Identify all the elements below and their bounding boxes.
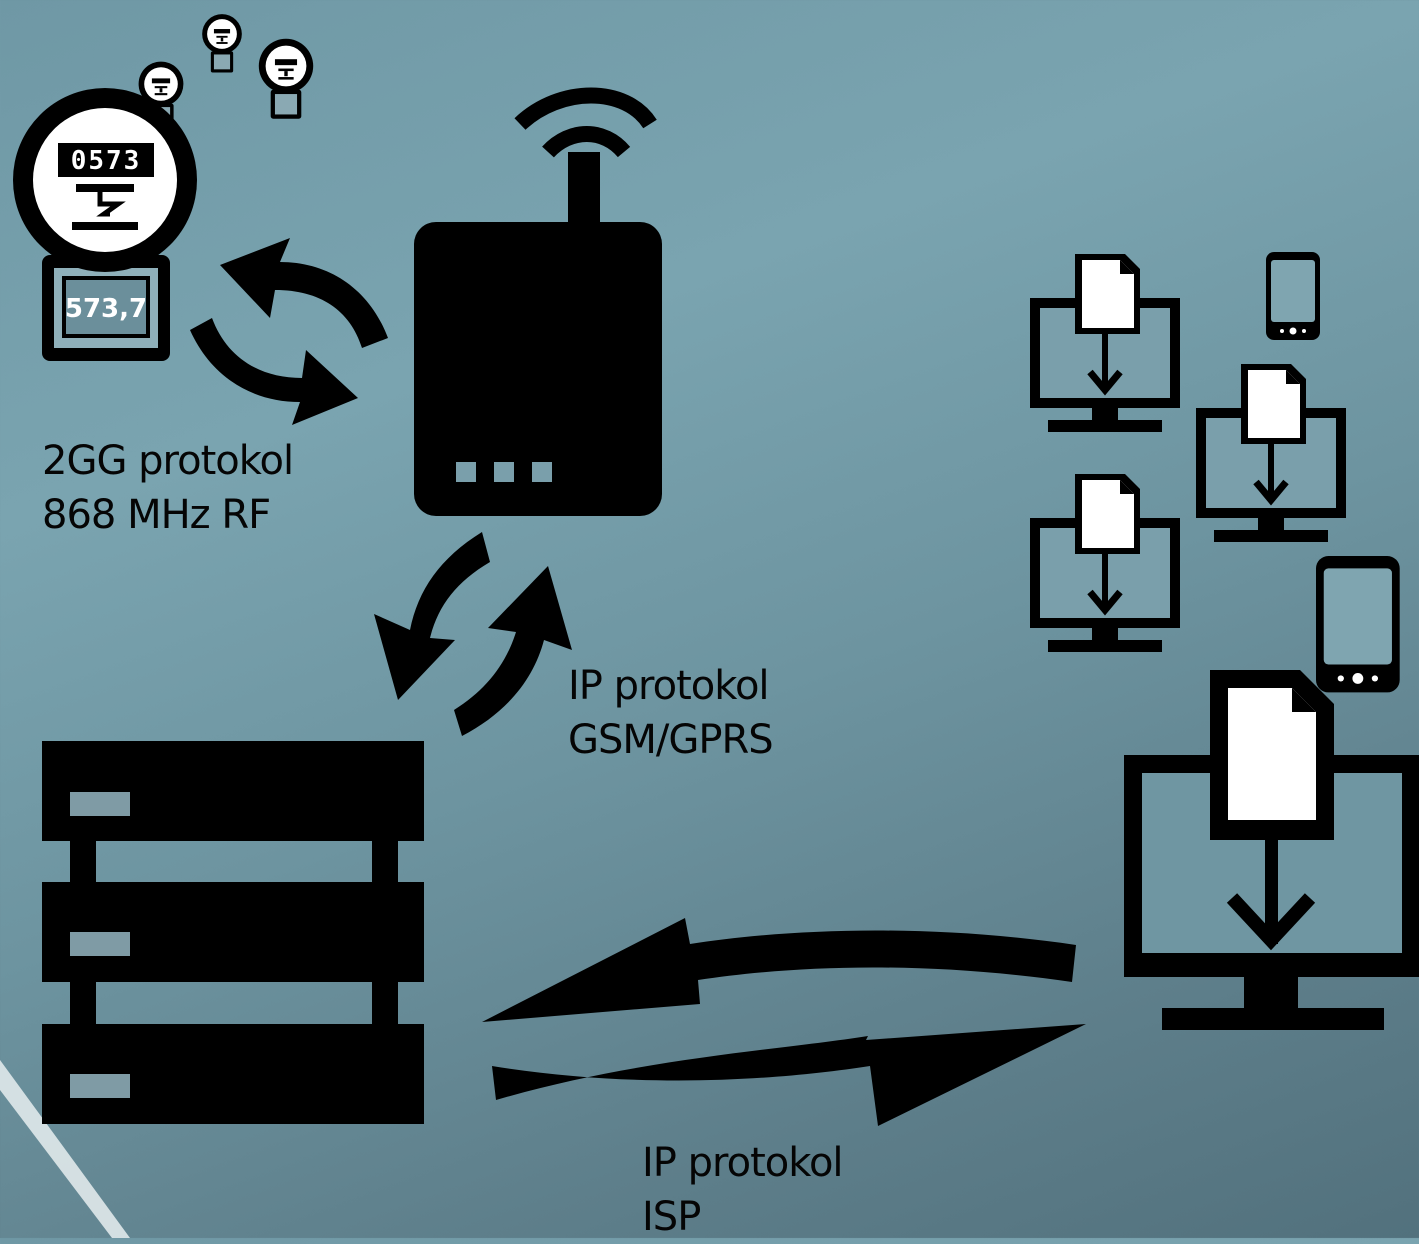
monitor-download-icon (1196, 364, 1346, 542)
isp-protocol-label: IP protokol ISP (642, 1136, 844, 1244)
sync-arrows-icon (374, 532, 572, 736)
meter-dial-reading: 0573 (71, 146, 142, 176)
server-rack-icon (42, 741, 424, 1124)
rf-protocol-line2: 868 MHz RF (42, 492, 271, 538)
monitor-download-icon (1030, 474, 1180, 652)
meter-display-reading: 573,7 (65, 294, 147, 324)
isp-protocol-line1: IP protokol (642, 1140, 844, 1186)
monitor-download-icon (1030, 254, 1180, 432)
router-icon (414, 87, 662, 516)
meter-small-icon (202, 14, 242, 73)
gsm-protocol-line1: IP protokol (568, 663, 770, 709)
isp-protocol-line2: ISP (642, 1194, 701, 1240)
smartphone-icon (1266, 252, 1320, 340)
electricity-meter-icon: 573,7 0573 (13, 88, 197, 361)
rf-protocol-label: 2GG protokol 868 MHz RF (42, 434, 294, 542)
gsm-protocol-label: IP protokol GSM/GPRS (568, 659, 774, 767)
rf-protocol-line1: 2GG protokol (42, 438, 294, 484)
light-streak (0, 1060, 130, 1238)
meter-small-icon (258, 38, 314, 119)
sync-arrows-icon (482, 918, 1086, 1126)
monitor-download-icon (1124, 670, 1419, 1030)
gsm-protocol-line2: GSM/GPRS (568, 717, 774, 763)
sync-arrows-icon (190, 238, 388, 425)
smartphone-icon (1316, 556, 1400, 693)
